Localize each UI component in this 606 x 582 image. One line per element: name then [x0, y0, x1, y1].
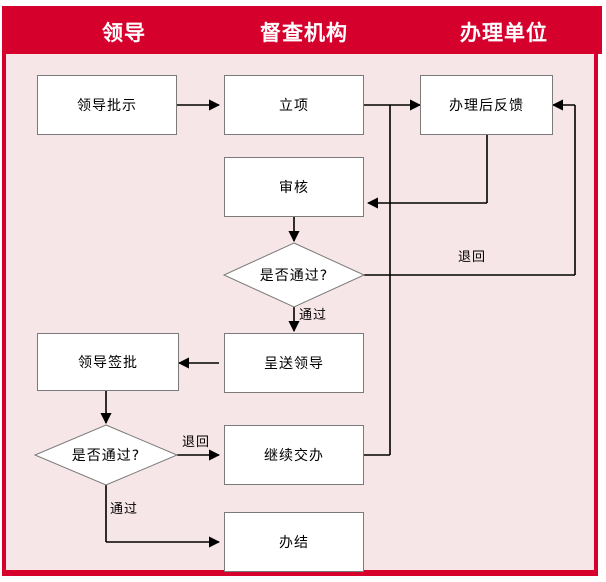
node-post-handling-feedback[interactable]: 办理后反馈: [420, 75, 553, 135]
node-leader-signature[interactable]: 领导签批: [37, 333, 179, 391]
node-label: 呈送领导: [264, 356, 324, 372]
node-label: 领导批示: [77, 98, 137, 114]
connector-layer: [33, 99, 576, 548]
node-label: 是否通过?: [71, 448, 141, 464]
swimlane-title-leader: 领导: [102, 20, 146, 45]
node-label: 是否通过?: [259, 268, 329, 284]
edge-label-pass-2: 通过: [110, 502, 139, 517]
swimlane-title-handling-unit: 办理单位: [460, 20, 548, 45]
node-case-closed[interactable]: 办结: [224, 512, 364, 572]
node-continue-assignment[interactable]: 继续交办: [224, 425, 364, 485]
diagram-canvas: 领导批示 立项 办理后反馈 审核 是否通过? 呈送领导 领导签批 是否通过? 继…: [2, 54, 598, 576]
node-label: 领导签批: [78, 355, 138, 371]
edge-label-return-2: 退回: [182, 435, 211, 450]
decision1-shape: [222, 242, 366, 308]
node-leader-instruction[interactable]: 领导批示: [37, 75, 177, 135]
edge-label-pass-1: 通过: [299, 308, 328, 323]
node-submit-to-leader[interactable]: 呈送领导: [224, 333, 364, 393]
node-label: 审核: [279, 180, 309, 196]
node-decision-pass-1[interactable]: 是否通过?: [224, 243, 364, 307]
node-label: 继续交办: [264, 448, 324, 464]
swimlane-header: 领导 督查机构 办理单位: [2, 6, 602, 54]
node-label: 办理后反馈: [449, 98, 524, 114]
node-project-initiation[interactable]: 立项: [224, 75, 364, 135]
edge-label-return-1: 退回: [458, 250, 487, 265]
swimlane-title-supervision: 督查机构: [260, 20, 348, 45]
node-review[interactable]: 审核: [224, 157, 364, 217]
node-label: 立项: [279, 98, 309, 114]
decision2-shape: [33, 424, 179, 486]
node-decision-pass-2[interactable]: 是否通过?: [35, 425, 177, 485]
node-label: 办结: [279, 535, 309, 551]
